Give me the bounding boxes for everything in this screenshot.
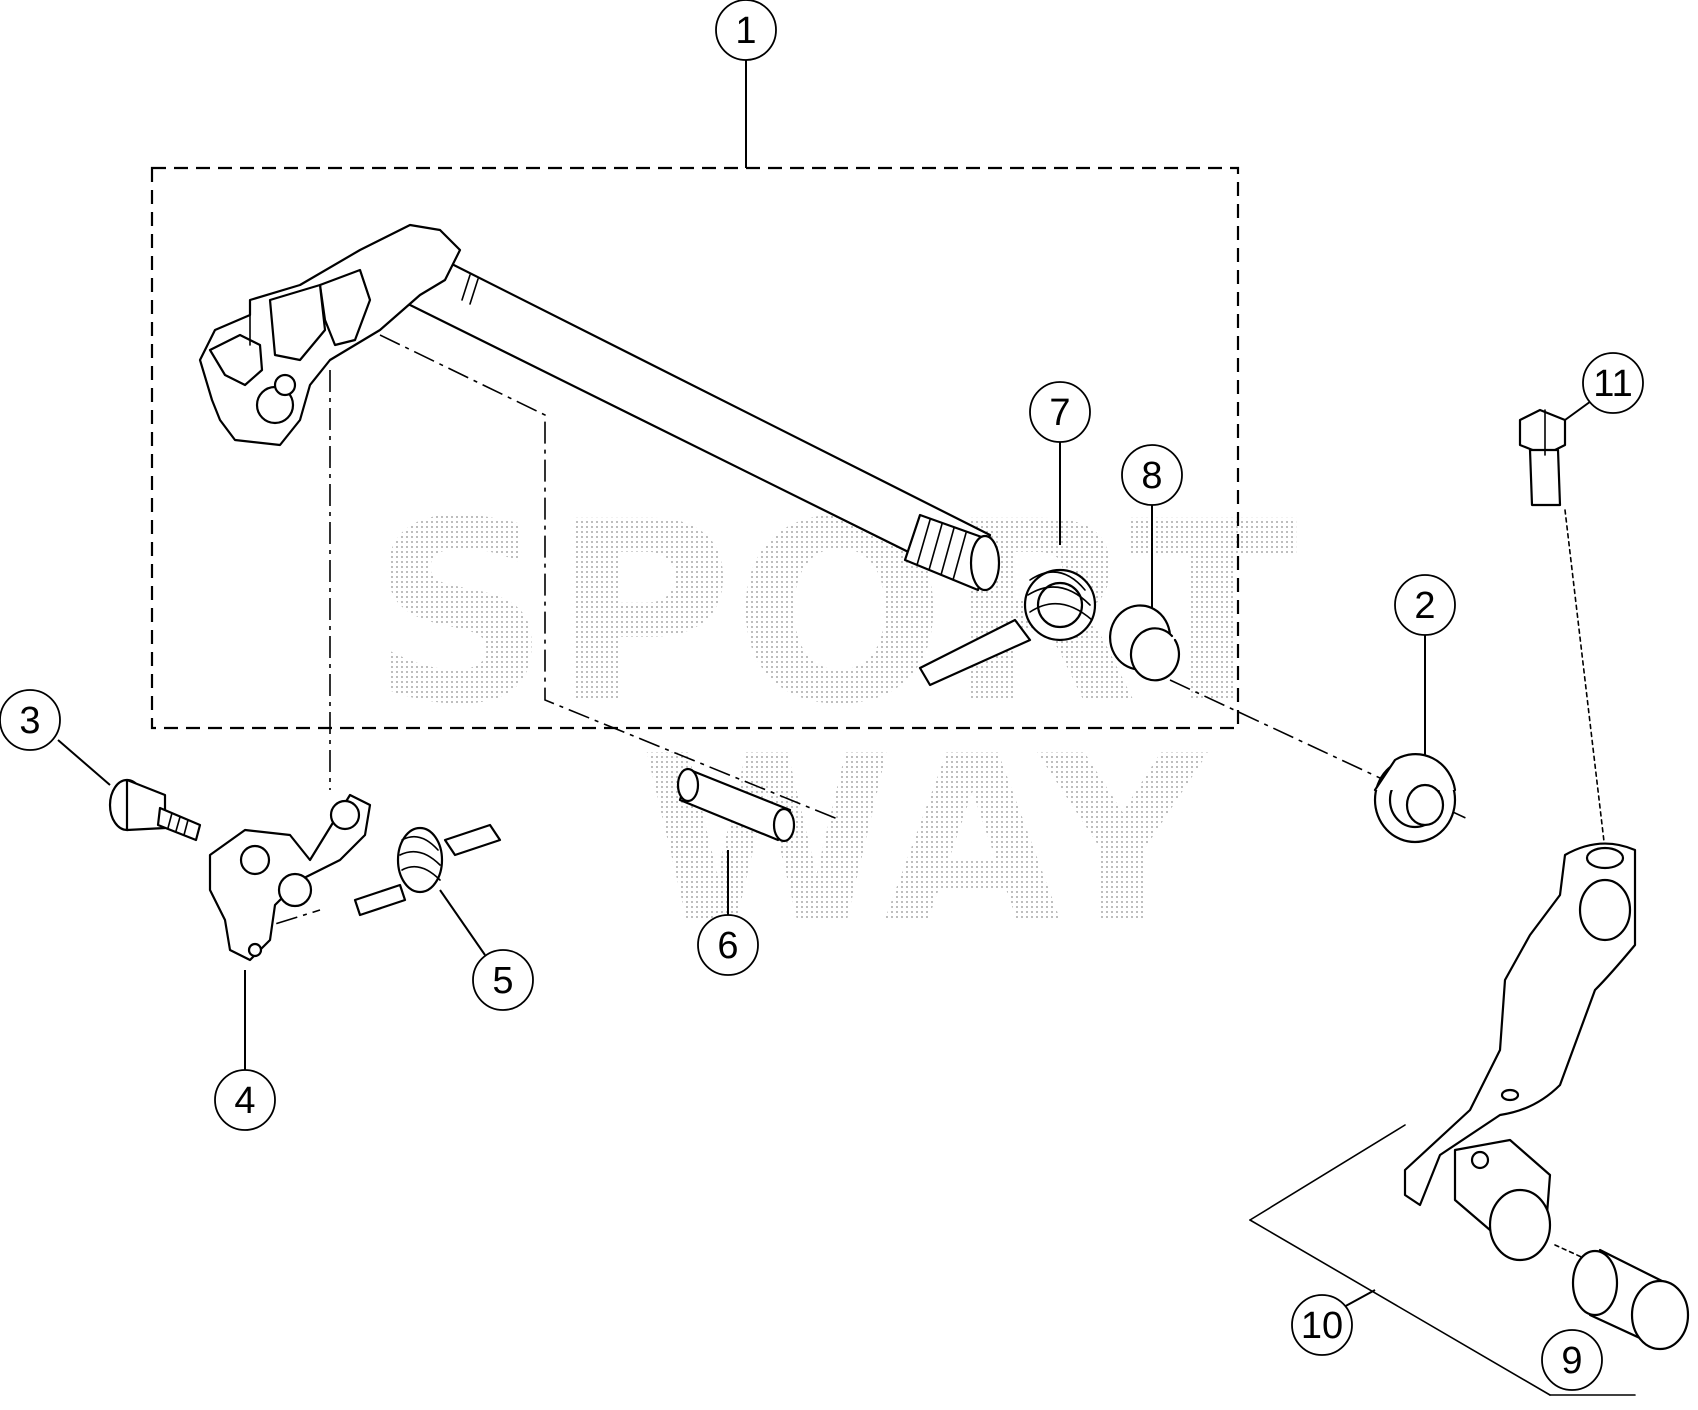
callout-label-1: 1 [735, 10, 756, 52]
callout-6: 6 [697, 914, 759, 976]
shift-plate [208, 793, 372, 962]
bolt-11 [1518, 408, 1567, 507]
callout-label-11: 11 [1593, 363, 1632, 405]
callout-4: 4 [214, 1069, 276, 1131]
bracket-9-10 [1249, 1124, 1636, 1396]
spring-5 [353, 823, 502, 917]
callout-2: 2 [1394, 574, 1456, 636]
callout-label-10: 10 [1301, 1305, 1343, 1347]
shift-pedal [1403, 842, 1637, 1262]
callout-label-9: 9 [1561, 1340, 1582, 1382]
callout-label-6: 6 [717, 925, 738, 967]
pedal-tip [1571, 1248, 1690, 1351]
callout-9: 9 [1541, 1329, 1603, 1391]
oil-seal [1373, 753, 1457, 844]
callout-7: 7 [1029, 381, 1091, 443]
callout-label-3: 3 [19, 700, 40, 742]
callout-label-8: 8 [1141, 455, 1162, 497]
callout-1: 1 [715, 0, 777, 61]
callout-5: 5 [472, 949, 534, 1011]
circlip [1108, 604, 1181, 682]
watermark: SPORT WAY [370, 468, 1298, 975]
callout-11: 11 [1582, 352, 1644, 414]
callout-label-2: 2 [1414, 585, 1435, 627]
callout-label-7: 7 [1049, 392, 1070, 434]
callout-3: 3 [0, 689, 61, 751]
pin [676, 767, 796, 843]
callout-label-5: 5 [492, 960, 513, 1002]
callout-10: 10 [1291, 1294, 1353, 1356]
assembly-box [150, 166, 1240, 730]
bolt-3 [108, 778, 202, 842]
callout-label-4: 4 [234, 1080, 255, 1122]
callout-8: 8 [1121, 444, 1183, 506]
shift-shaft-assembly [198, 223, 1001, 592]
return-spring [918, 568, 1097, 687]
